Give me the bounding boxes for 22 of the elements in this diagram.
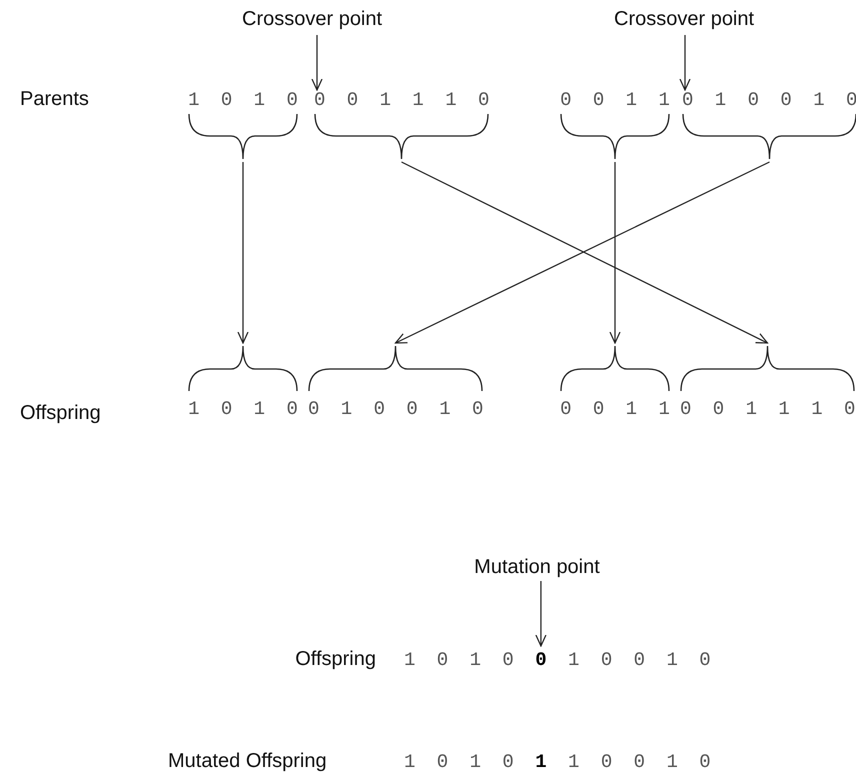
bit-string: 1 0 1 0 1 1 0 0 1 0 <box>404 750 711 774</box>
row-label: Offspring <box>294 648 376 671</box>
row-label: Offspring <box>20 402 101 425</box>
bit-string: 1 0 1 0 <box>188 88 298 112</box>
bit-string: 0 0 1 1 1 0 <box>314 88 489 112</box>
bit-string: 0 0 1 1 <box>560 88 670 112</box>
arrow <box>609 162 621 344</box>
bit-string: 0 0 1 1 <box>560 397 670 421</box>
bit-string: 0 1 0 0 1 0 <box>308 397 483 421</box>
callout-label: Crossover point <box>242 8 382 31</box>
arrow <box>679 35 691 91</box>
row-label: Mutated Offspring <box>168 750 327 773</box>
callout-label: Mutation point <box>457 556 617 579</box>
bit-string: 1 0 1 0 <box>188 397 298 421</box>
bit-string: 1 0 1 0 0 1 0 0 1 0 <box>404 648 711 672</box>
arrow <box>535 581 547 647</box>
arrow <box>311 35 323 91</box>
bit-string: 0 1 0 0 1 0 <box>682 88 856 112</box>
row-label: Parents <box>20 88 89 111</box>
arrow <box>237 162 249 344</box>
callout-label: Crossover point <box>614 8 754 31</box>
bit-string: 0 0 1 1 1 0 <box>680 397 855 421</box>
